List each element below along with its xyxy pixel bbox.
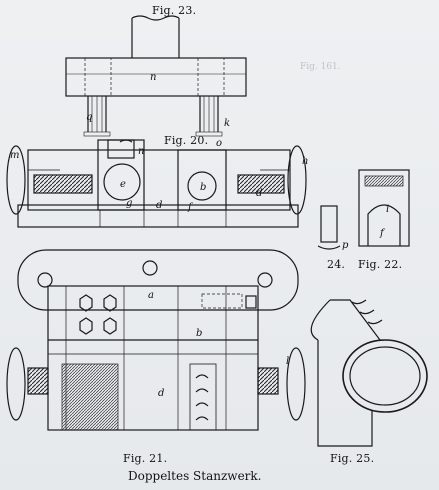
figure-25-drawing bbox=[310, 299, 428, 447]
figure-24-drawing bbox=[317, 205, 341, 250]
label-fig20-d: d bbox=[156, 200, 162, 211]
caption-fig-21: Fig. 21. bbox=[123, 452, 168, 465]
label-fig21-a: a bbox=[148, 290, 154, 301]
caption-fig-25: Fig. 25. bbox=[330, 452, 375, 465]
caption-fig-22: Fig. 22. bbox=[358, 258, 403, 271]
caption-fig-23: Fig. 23. bbox=[152, 4, 197, 17]
label-fig21-l: l bbox=[286, 356, 289, 367]
label-fig20-b: b bbox=[200, 182, 206, 193]
label-fig24-p: p bbox=[342, 240, 349, 251]
plate-caption: Doppeltes Stanzwerk. bbox=[128, 469, 262, 483]
label-fig21-b: b bbox=[196, 328, 202, 339]
label-fig20-g: g bbox=[126, 198, 132, 209]
label-fig20-n: n bbox=[138, 146, 144, 157]
label-fig20-m: m bbox=[10, 150, 19, 161]
figure-22-drawing bbox=[358, 169, 410, 247]
label-fig20-o: o bbox=[216, 138, 222, 149]
figure-23-drawing bbox=[65, 15, 247, 137]
label-fig22-f: f bbox=[379, 228, 386, 239]
label-fig23-n: n bbox=[150, 72, 156, 83]
label-fig20-e: e bbox=[120, 179, 126, 190]
label-fig20-h: h bbox=[302, 156, 308, 167]
label-fig22-i: i bbox=[386, 204, 389, 215]
label-fig23-q: q bbox=[86, 112, 92, 123]
bleed-through-text: Fig. 161. bbox=[300, 62, 341, 72]
caption-fig-20: Fig. 20. bbox=[164, 134, 209, 147]
figure-21-drawing bbox=[6, 249, 306, 431]
caption-fig-24: 24. bbox=[327, 258, 346, 271]
label-fig23-k: k bbox=[224, 118, 230, 129]
label-fig21-d: d bbox=[158, 388, 164, 399]
label-fig20-d2: d bbox=[256, 188, 262, 199]
figure-20-drawing bbox=[6, 139, 307, 228]
label-fig20-f: f bbox=[187, 202, 194, 213]
